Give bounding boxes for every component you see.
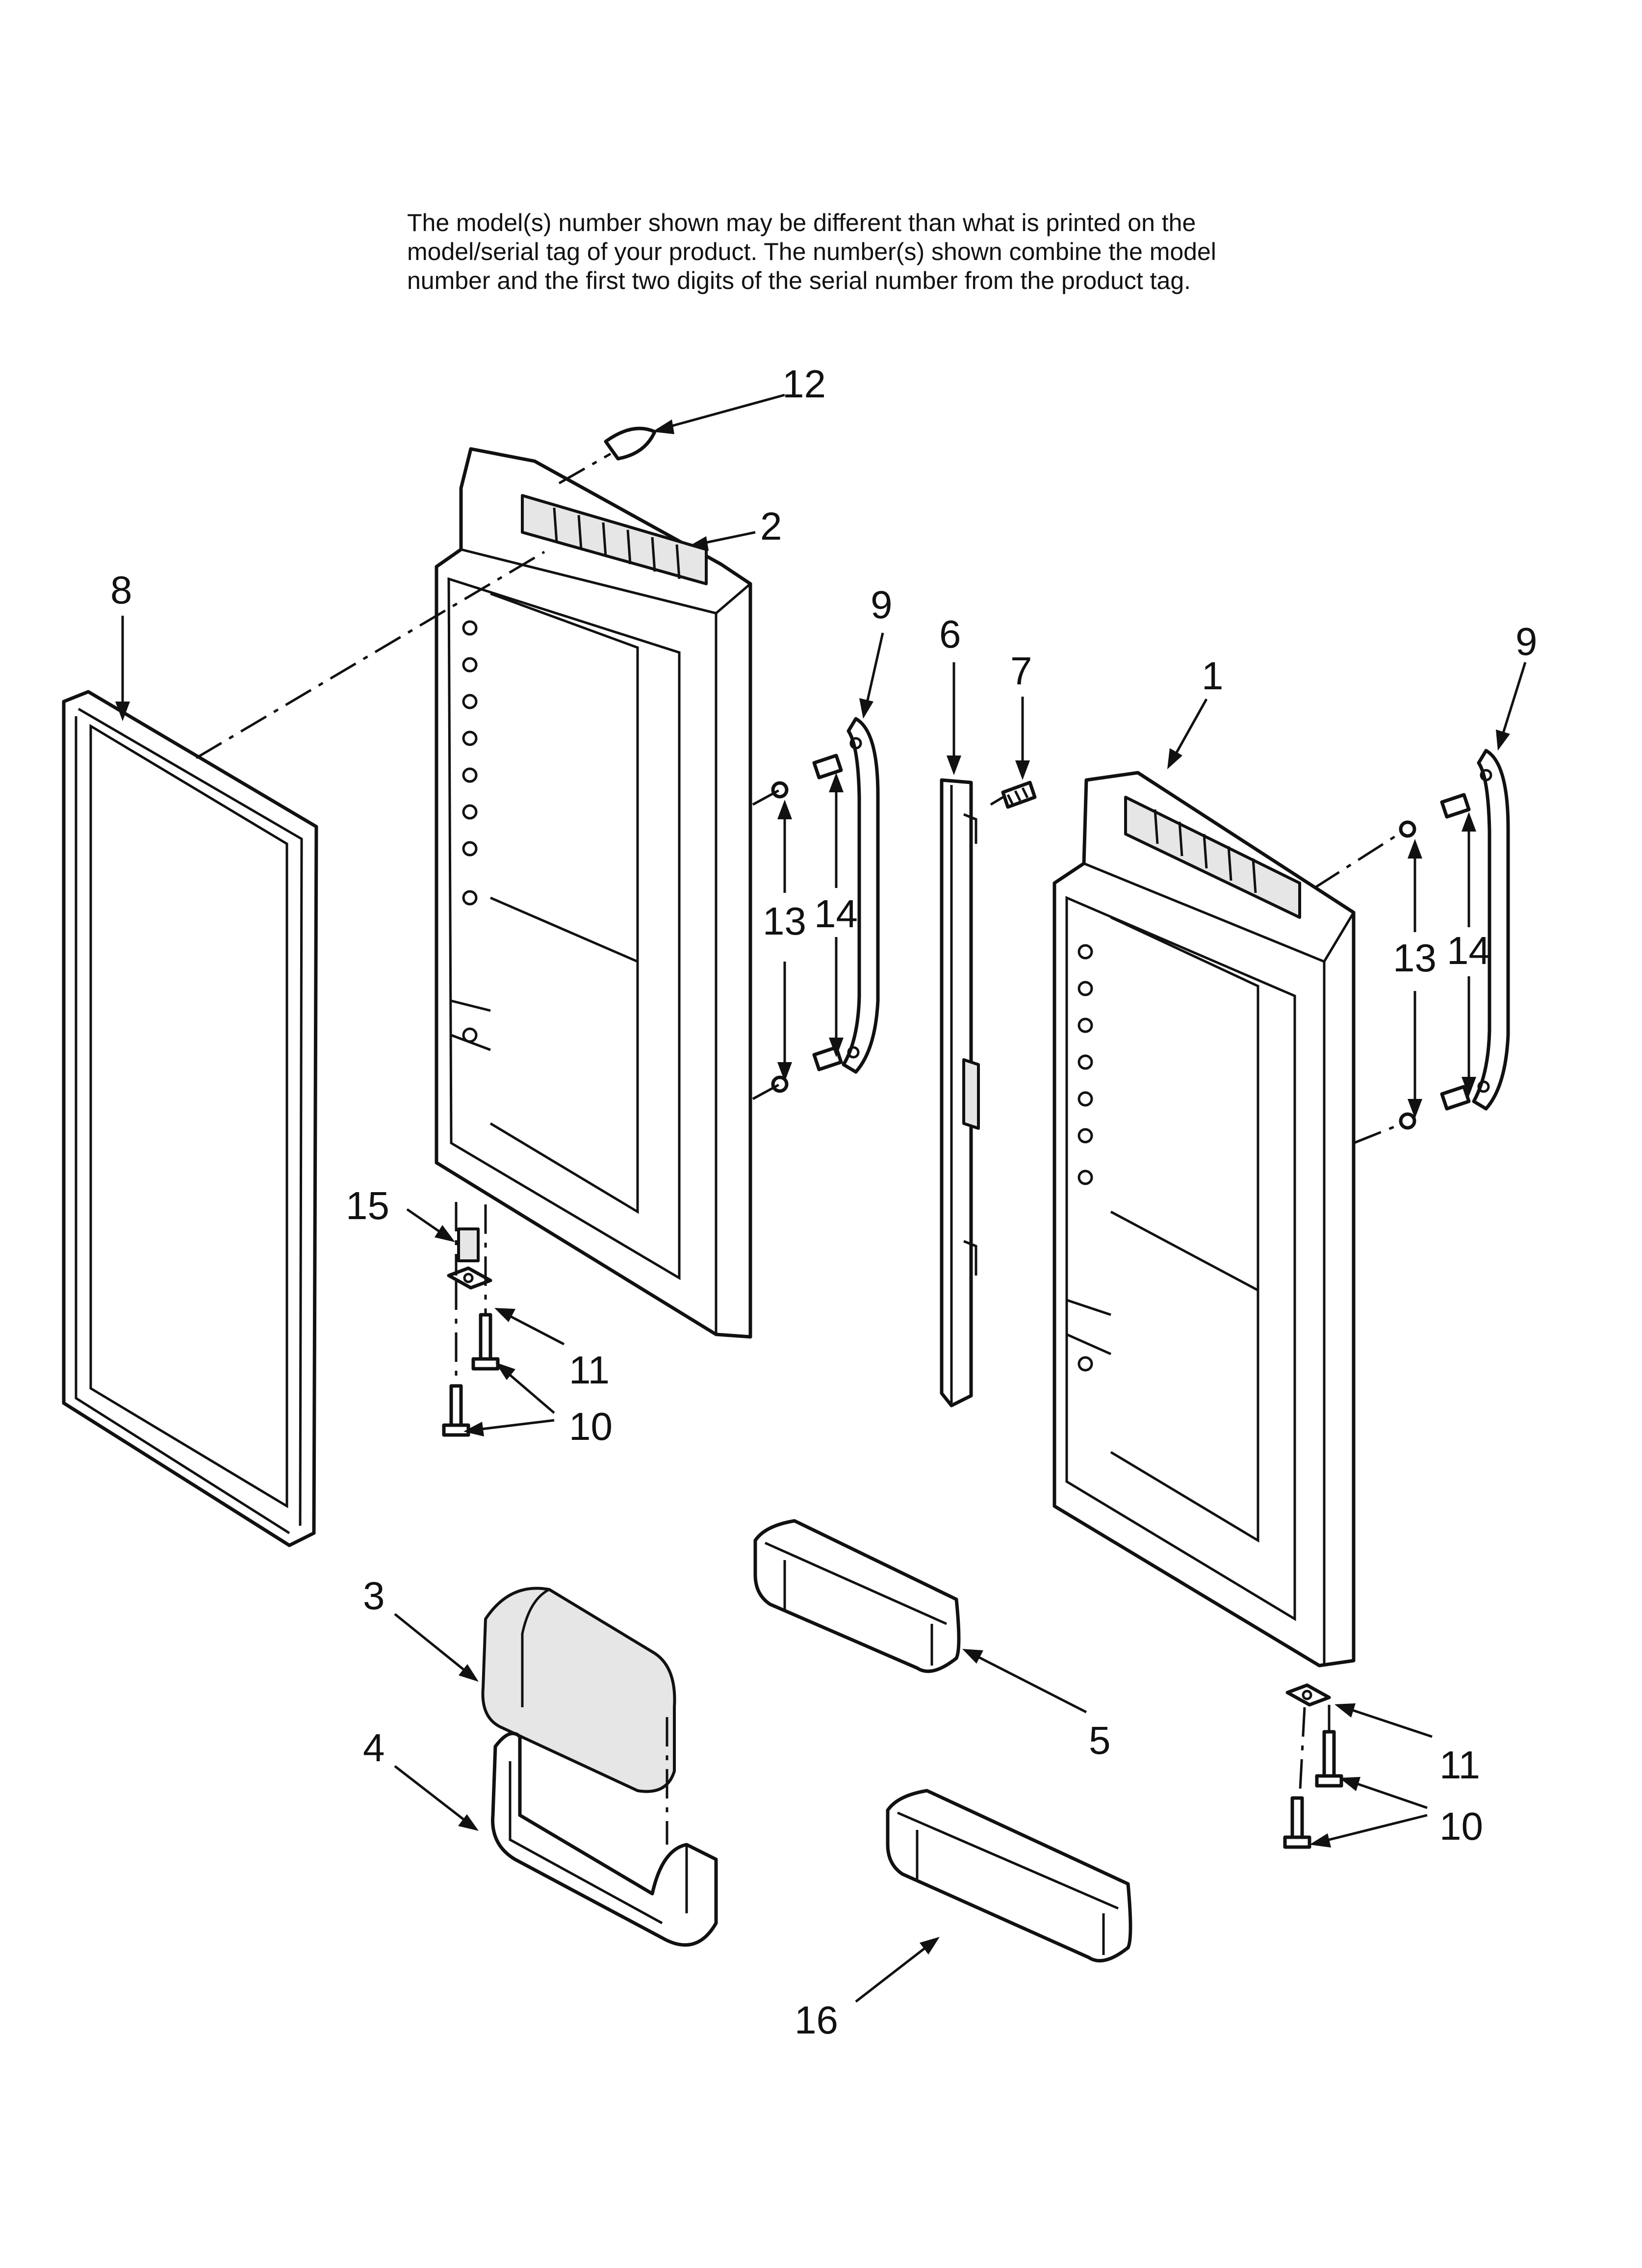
callout-7: 7 <box>1010 649 1032 693</box>
callout-13-left: 13 <box>763 899 806 943</box>
callout-labels: 12 2 8 9 6 7 1 9 13 14 13 14 15 11 10 3 … <box>110 362 1538 2042</box>
mullion-part <box>940 778 980 1408</box>
callout-8: 8 <box>110 568 132 612</box>
callout-9-right: 9 <box>1515 620 1538 663</box>
callout-11-left: 11 <box>569 1348 610 1392</box>
door-bin-upper-part <box>753 1519 961 1673</box>
left-door-handle-part <box>842 717 880 1074</box>
right-door-handle-part <box>1472 749 1510 1111</box>
left-door-part <box>435 447 752 1339</box>
callout-13-right: 13 <box>1393 936 1437 980</box>
model-number-note: The model(s) number shown may be differe… <box>407 209 1437 295</box>
note-line-3: number and the first two digits of the s… <box>407 267 1191 294</box>
note-line-2: model/serial tag of your product. The nu… <box>407 238 1216 265</box>
callout-3: 3 <box>363 1574 385 1617</box>
callout-6: 6 <box>939 612 961 656</box>
callout-11-right: 11 <box>1439 1743 1480 1787</box>
callout-12: 12 <box>782 362 826 406</box>
callout-9-left: 9 <box>871 583 893 626</box>
callout-2: 2 <box>760 504 782 548</box>
door-bin-part <box>491 1731 718 1947</box>
door-plug-part <box>604 426 657 461</box>
leader-lines <box>115 393 1527 2003</box>
door-gasket-part <box>62 690 318 1547</box>
alignment-lines <box>195 452 1404 1845</box>
mullion-screw-part <box>1001 781 1037 809</box>
right-hinge-hardware <box>1283 1683 1343 1849</box>
callout-4: 4 <box>363 1726 385 1770</box>
callout-14-right: 14 <box>1447 929 1490 972</box>
right-door-part <box>1052 771 1356 1668</box>
callout-14-left: 14 <box>814 892 858 936</box>
left-hinge-hardware <box>442 1227 500 1437</box>
callout-10-right: 10 <box>1439 1804 1483 1848</box>
callout-15: 15 <box>346 1184 389 1227</box>
callout-5: 5 <box>1089 1719 1111 1762</box>
callout-16: 16 <box>795 1998 838 2042</box>
callout-10-left: 10 <box>569 1405 613 1448</box>
door-bin-lower-part <box>886 1789 1132 1963</box>
dispenser-cover-part <box>481 1587 676 1793</box>
note-line-1: The model(s) number shown may be differe… <box>407 209 1196 236</box>
handle-fasteners <box>771 754 1471 1130</box>
callout-1: 1 <box>1202 654 1224 698</box>
